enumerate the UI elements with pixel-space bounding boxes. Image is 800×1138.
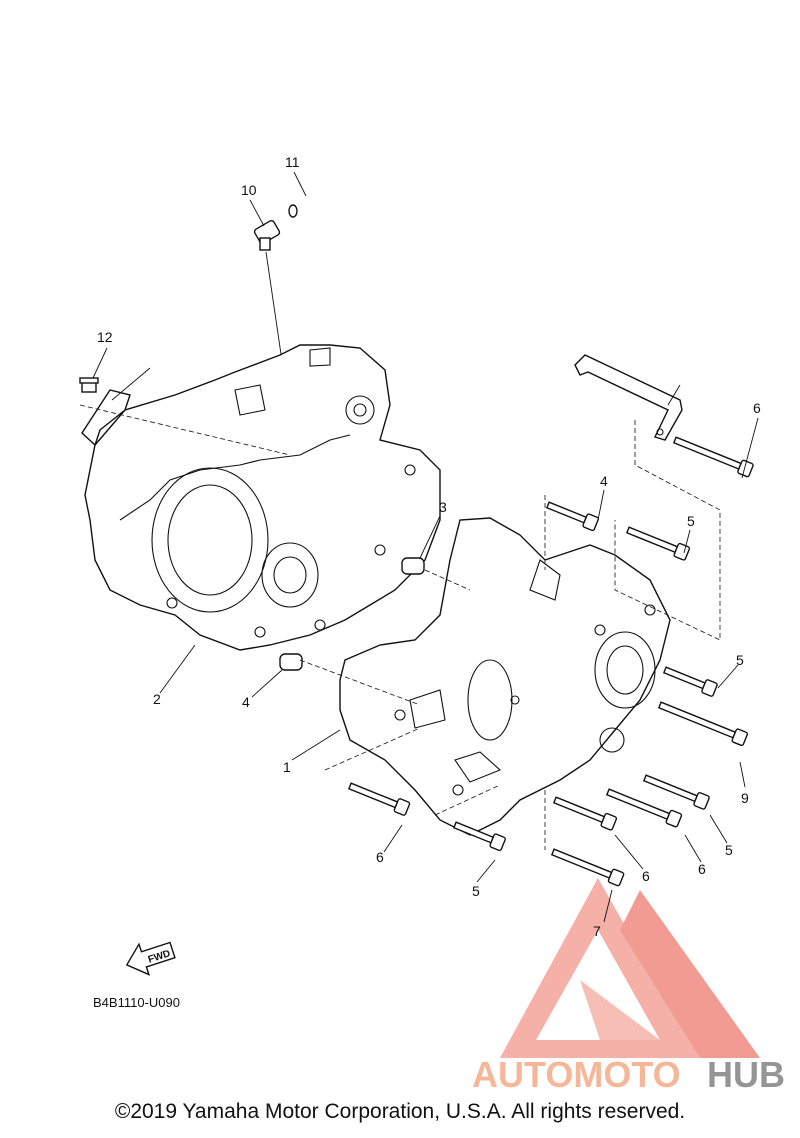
watermark-logo — [500, 878, 760, 1058]
crankcase-left — [84, 344, 441, 651]
crankcase-right — [339, 517, 671, 836]
label-3b: 4 — [242, 694, 250, 710]
label-9: 11 — [285, 154, 300, 170]
label-6a: 6 — [753, 400, 761, 416]
label-6b: 6 — [698, 861, 706, 877]
label-5a: 5 — [687, 513, 695, 529]
label-7: 9 — [741, 790, 749, 806]
label-2: 2 — [153, 691, 161, 707]
label-8: 10 — [241, 182, 257, 198]
bracket — [574, 354, 683, 441]
label-4a: 4 — [600, 473, 608, 489]
breather-hose — [288, 193, 455, 480]
label-4b: 5 — [736, 652, 744, 668]
diagram-code: B4B1110-U090 — [93, 995, 180, 1010]
label-4c: 5 — [472, 883, 480, 899]
label-5d: 6 — [642, 868, 650, 884]
label-6c: 7 — [593, 923, 601, 939]
label-1: 1 — [283, 759, 291, 775]
bolts — [347, 436, 754, 887]
watermark-text-automoto: AUTOMOTO — [472, 1054, 681, 1095]
dowel-pins — [279, 557, 425, 671]
leader-lines — [92, 171, 759, 923]
fwd-arrow: FWD — [125, 941, 176, 976]
label-5b: 5 — [725, 842, 733, 858]
label-3a: 3 — [439, 499, 447, 515]
copyright-notice: ©2019 Yamaha Motor Corporation, U.S.A. A… — [114, 1100, 686, 1123]
label-11: 12 — [97, 329, 113, 345]
reference-lines — [79, 404, 721, 850]
watermark-text-hub: HUB — [707, 1054, 785, 1095]
label-5c: 6 — [376, 849, 384, 865]
gasket-and-bolt — [79, 377, 131, 447]
